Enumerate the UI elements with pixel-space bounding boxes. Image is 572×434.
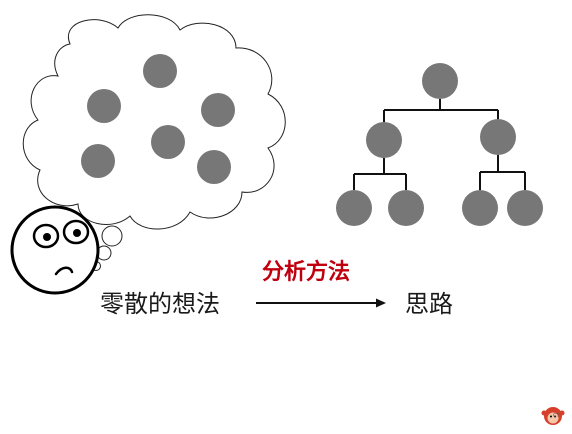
puzzled-face-icon — [10, 205, 100, 295]
scattered-node — [197, 150, 231, 184]
scattered-node — [87, 89, 121, 123]
method-label: 分析方法 — [262, 260, 351, 285]
scattered-node — [201, 93, 235, 127]
scattered-node — [81, 144, 115, 178]
scattered-thoughts-label: 零散的想法 — [100, 290, 220, 318]
logo-text: CT — [553, 413, 560, 419]
monkey-logo-icon — [541, 407, 565, 425]
scattered-nodes — [81, 54, 235, 184]
tree-node-level2 — [366, 122, 402, 158]
scattered-node — [143, 54, 177, 88]
right-arrow-icon — [256, 298, 386, 308]
scattered-node — [151, 125, 185, 159]
tree-nodes — [336, 63, 543, 226]
tree-node-level2 — [480, 119, 516, 155]
tree-node-root — [422, 63, 458, 99]
tree-node-leaf — [388, 190, 424, 226]
tree-node-leaf — [336, 190, 372, 226]
structured-thinking-label: 思路 — [405, 290, 453, 318]
tree-connectors — [353, 99, 526, 190]
tree-node-leaf — [462, 190, 498, 226]
tree-node-leaf — [507, 190, 543, 226]
